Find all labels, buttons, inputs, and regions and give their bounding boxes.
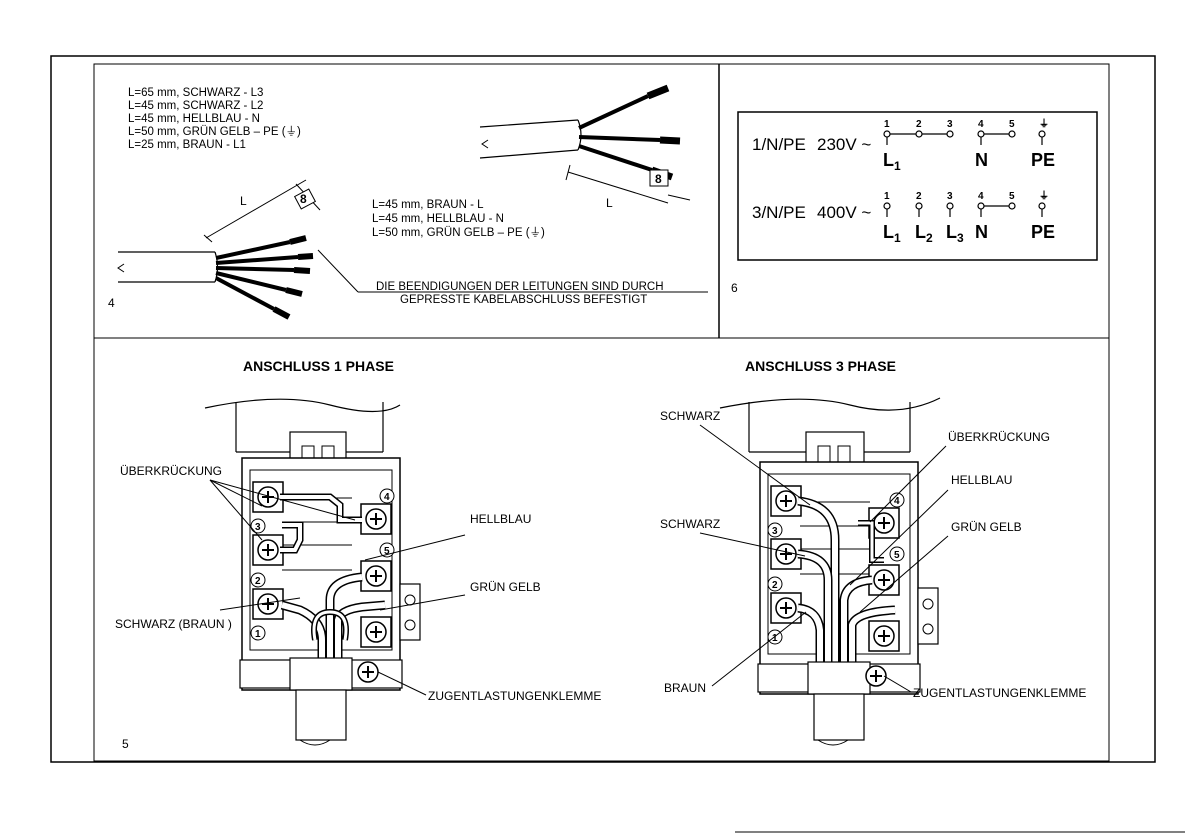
right-callout-schwarz-top: SCHWARZ: [660, 409, 720, 423]
r2-num-pe: ⏚: [1039, 190, 1049, 202]
dim-8-label: 8: [300, 192, 307, 206]
figure-5-terminal-3-phase: ANSCHLUSS 3 PHASE 4 5 3 2 1: [660, 358, 1086, 746]
right-callout-gruen-gelb: GRÜN GELB: [951, 520, 1022, 534]
r2-num-1: 1: [884, 191, 890, 202]
title-1-phase: ANSCHLUSS 1 PHASE: [243, 358, 394, 374]
left-mark-2: 2: [255, 576, 261, 587]
spec-line-3: L=45 mm, HELLBLAU - N: [128, 113, 260, 125]
left-callout-zugentlastung: ZUGENTLASTUNGENKLEMME: [428, 689, 601, 703]
inner-frame: [93, 63, 1110, 762]
r1-PE-label: PE: [1031, 150, 1055, 170]
r1-num-2: 2: [916, 119, 922, 130]
spec-line-4: L=50 mm, GRÜN GELB – PE (⏚): [128, 125, 301, 138]
r2-L1-label: L1: [883, 222, 901, 245]
note-line-2: GEPRESSTE KABELABSCHLUSS BEFESTIGT: [400, 294, 647, 306]
outer-frame: [50, 55, 1156, 763]
right-mark-3: 3: [772, 526, 778, 537]
dim-L-label: L: [240, 194, 247, 208]
right-callout-braun: BRAUN: [664, 681, 706, 695]
dim-8-label-3wire: 8: [655, 172, 662, 186]
figure-5-number: 5: [122, 737, 129, 751]
title-3-phase: ANSCHLUSS 3 PHASE: [745, 358, 896, 374]
left-mark-5: 5: [384, 546, 390, 557]
r1-num-5: 5: [1009, 119, 1015, 130]
spec-line-2: L=45 mm, SCHWARZ - L2: [128, 100, 263, 112]
right-mark-2: 2: [772, 580, 778, 591]
left-callout-hellblau: HELLBLAU: [470, 512, 531, 526]
figure-6-connection-table: 1/N/PE 230V ~ 1 2 3 4 5 ⏚ L1 N PE 3/N/PE…: [731, 111, 1098, 295]
r2-L2-label: L2: [915, 222, 933, 245]
cable-3-wire-drawing: 8 L: [479, 84, 691, 210]
r2-N-label: N: [975, 222, 988, 242]
dim-L-label-3wire: L: [606, 196, 613, 210]
left-mark-3: 3: [255, 522, 261, 533]
note-line-1: DIE BEENDIGUNGEN DER LEITUNGEN SIND DURC…: [376, 281, 664, 293]
r1-num-3: 3: [947, 119, 953, 130]
r2-num-3: 3: [947, 191, 953, 202]
r2-PE-label: PE: [1031, 222, 1055, 242]
note-leader: [317, 249, 359, 293]
right-mark-1: 1: [772, 633, 778, 644]
left-mark-1: 1: [255, 629, 261, 640]
left-callout-gruen-gelb: GRÜN GELB: [470, 580, 541, 594]
r1-num-1: 1: [884, 119, 890, 130]
row2-system: 3/N/PE: [752, 203, 806, 222]
right-callout-schwarz-mid: SCHWARZ: [660, 517, 720, 531]
spec-line-5: L=25 mm, BRAUN - L1: [128, 139, 246, 151]
right-mark-4: 4: [894, 496, 900, 507]
r2-L3-label: L3: [946, 222, 964, 245]
row2-voltage: 400V ~: [817, 203, 871, 222]
figure-6-number: 6: [731, 281, 738, 295]
r1-L1-label: L1: [883, 150, 901, 173]
spec-1ph-line-1: L=45 mm, BRAUN - L: [372, 199, 484, 211]
left-callout-schwarz-braun: SCHWARZ (BRAUN ): [115, 617, 232, 631]
r1-num-4: 4: [978, 119, 984, 130]
r2-num-4: 4: [978, 191, 984, 202]
connection-table-box: [737, 111, 1098, 261]
left-mark-4: 4: [384, 492, 390, 503]
right-callout-hellblau: HELLBLAU: [951, 473, 1012, 487]
spec-1ph-line-3: L=50 mm, GRÜN GELB – PE (⏚): [372, 226, 545, 239]
figure-4-number: 4: [108, 296, 115, 310]
spec-line-1: L=65 mm, SCHWARZ - L3: [128, 87, 263, 99]
row1-voltage: 230V ~: [817, 135, 871, 154]
spec-1ph-line-2: L=45 mm, HELLBLAU - N: [372, 213, 504, 225]
figure-5-terminal-1-phase: ANSCHLUSS 1 PHASE 4 5 3 2 1: [115, 358, 601, 746]
r1-N-label: N: [975, 150, 988, 170]
left-callout-ueberkrueckung: ÜBERKRÜCKUNG: [120, 464, 222, 478]
r2-num-5: 5: [1009, 191, 1015, 202]
r2-num-2: 2: [916, 191, 922, 202]
figure-4-cable-preparation: L=65 mm, SCHWARZ - L3 L=45 mm, SCHWARZ -…: [108, 84, 708, 320]
row1-system: 1/N/PE: [752, 135, 806, 154]
right-mark-5: 5: [894, 550, 900, 561]
cable-5-wire-drawing: 8 L: [117, 179, 321, 320]
right-callout-ueberkrueckung: ÜBERKRÜCKUNG: [948, 430, 1050, 444]
right-callout-zugentlastung: ZUGENTLASTUNGENKLEMME: [913, 686, 1086, 700]
r1-num-pe: ⏚: [1039, 118, 1049, 130]
